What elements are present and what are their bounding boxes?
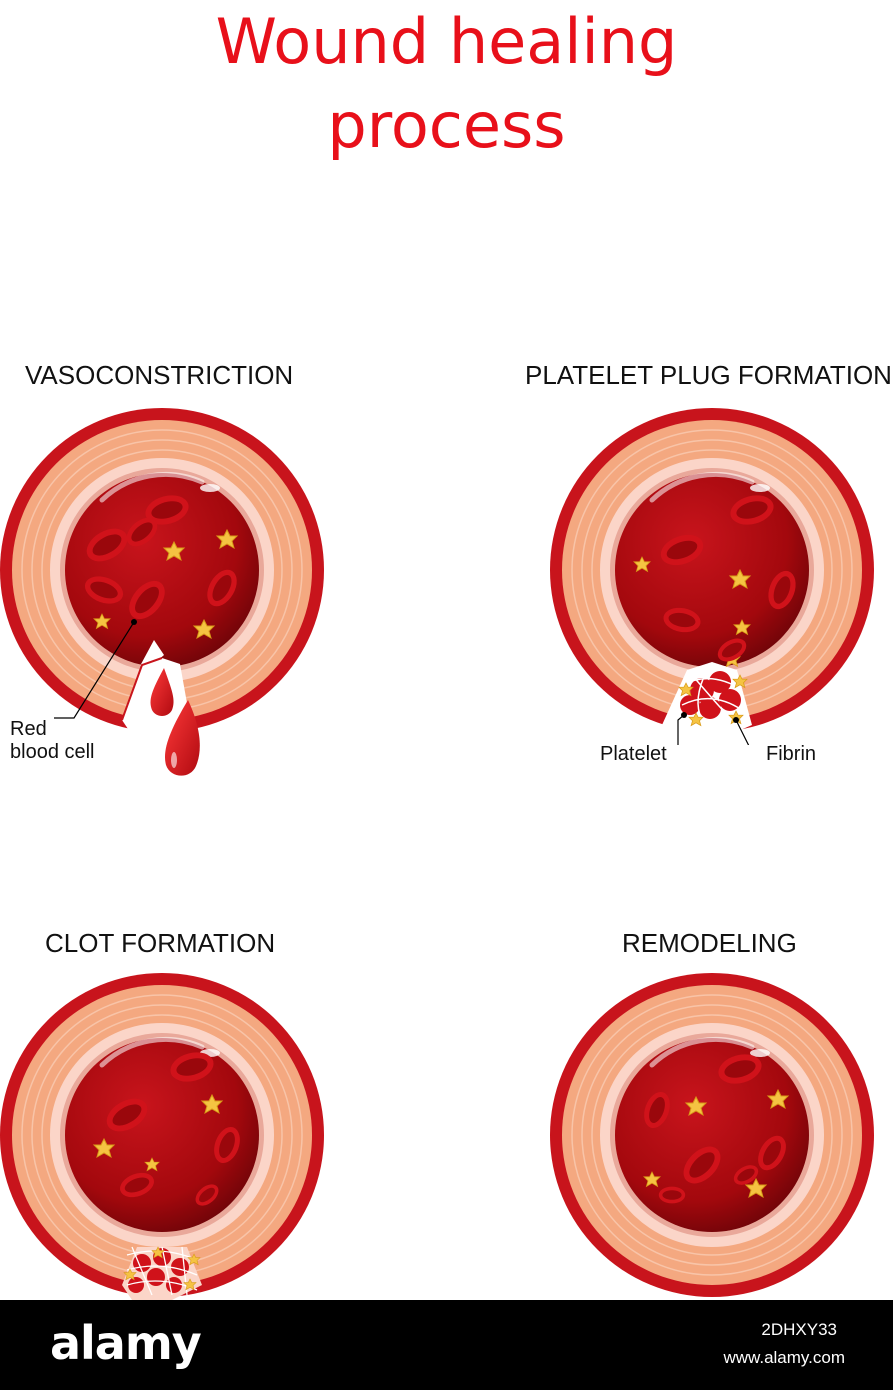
footer-bar: alamy 2DHXY33 www.alamy.com <box>0 1300 893 1390</box>
title-line-1: Wound healing <box>215 5 678 78</box>
stage-label-remodeling: REMODELING <box>622 928 797 958</box>
callout-red-blood-cell-line1: Red <box>10 718 47 740</box>
stage-label-clot-formation: CLOT FORMATION <box>45 928 276 958</box>
vessel-platelet-plug-formation <box>550 405 880 745</box>
callout-red-blood-cell-line2: blood cell <box>10 741 95 763</box>
vessel-vasoconstriction <box>0 405 330 776</box>
footer-logo: alamy <box>50 1316 202 1370</box>
callout-platelet: Platelet <box>600 743 667 765</box>
footer-site: www.alamy.com <box>723 1348 845 1367</box>
vessel-clot-formation <box>0 970 330 1300</box>
title-line-2: process <box>327 89 566 162</box>
callout-red-blood-cell: Red blood cell <box>10 718 95 764</box>
vessel-remodeling <box>550 970 880 1300</box>
stage-label-platelet-plug-formation: PLATELET PLUG FORMATION <box>525 360 892 390</box>
callout-fibrin: Fibrin <box>766 743 817 765</box>
footer-image-id: 2DHXY33 <box>761 1320 837 1339</box>
stage-label-vasoconstriction: VASOCONSTRICTION <box>25 360 294 390</box>
